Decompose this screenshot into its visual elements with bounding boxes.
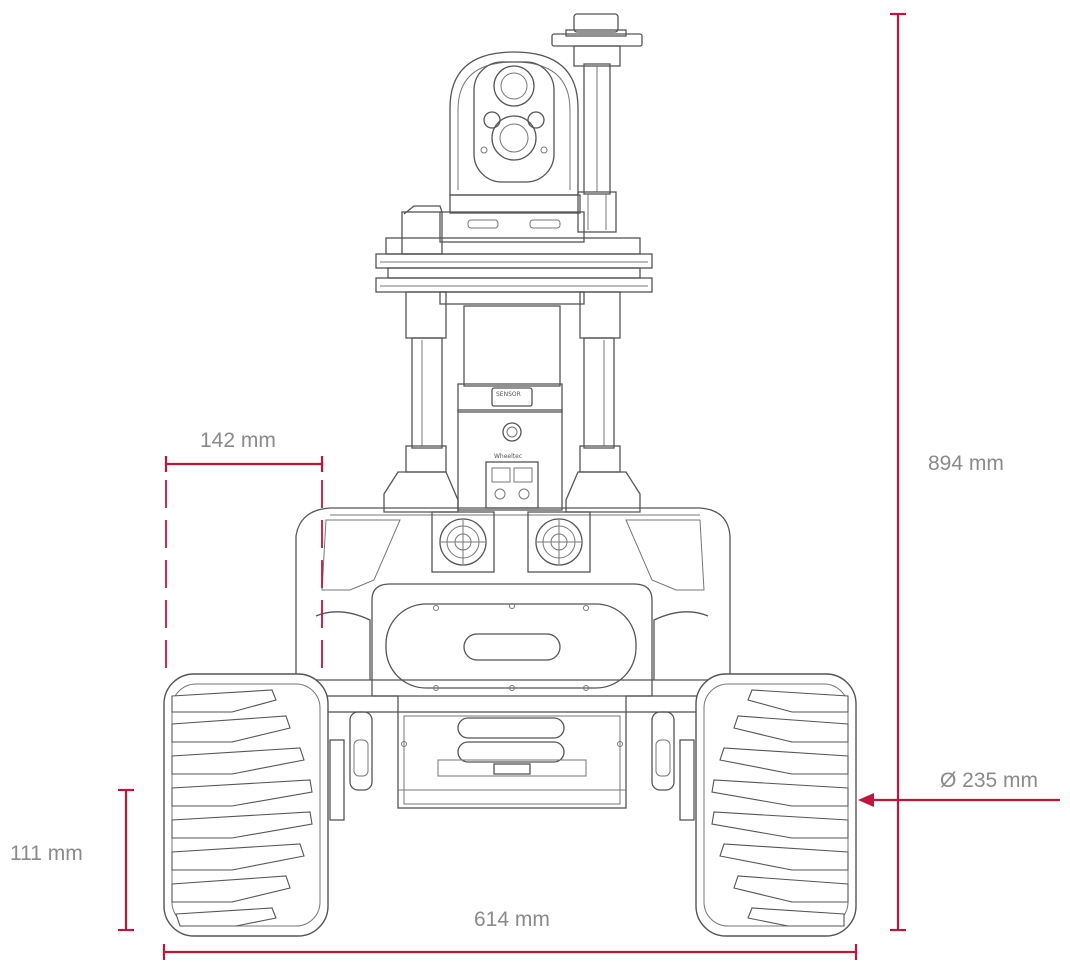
wheel-diameter-label: Ø 235 mm <box>940 769 1038 792</box>
robot-illustration: SENSOR Wheeltec <box>163 13 857 937</box>
right-wheel-tread <box>711 689 849 927</box>
ground-clearance-label: 111 mm <box>10 842 83 865</box>
wheel-diameter-dimension: Ø 235 mm <box>858 769 1060 807</box>
left-wheel <box>163 673 329 937</box>
base-shoulders <box>383 471 641 513</box>
arrow-left-icon <box>858 793 874 807</box>
suspension <box>321 695 703 821</box>
ground-clearance-dimension: 111 mm <box>10 788 134 932</box>
sensor-mast <box>551 13 643 233</box>
skid-plate <box>397 711 627 809</box>
upper-platform <box>375 237 653 305</box>
width-dimension: 614 mm <box>162 908 858 960</box>
width-label: 614 mm <box>474 908 550 931</box>
ptz-camera <box>439 51 585 243</box>
side-module <box>401 205 443 255</box>
brand-label: Wheeltec <box>494 453 522 460</box>
dimension-markers: 894 mm Ø 235 mm 142 mm 111 mm <box>10 12 1060 960</box>
right-wheel <box>695 673 857 937</box>
height-label: 894 mm <box>928 452 1004 475</box>
central-column: SENSOR Wheeltec <box>457 305 563 511</box>
wheel-width-label: 142 mm <box>200 429 276 452</box>
wheel-width-dimension: 142 mm <box>164 429 324 676</box>
support-pillars <box>405 291 621 473</box>
left-wheel-tread <box>171 689 313 927</box>
height-dimension: 894 mm <box>890 12 1004 932</box>
chassis <box>295 507 731 697</box>
plate-label: SENSOR <box>496 391 521 398</box>
